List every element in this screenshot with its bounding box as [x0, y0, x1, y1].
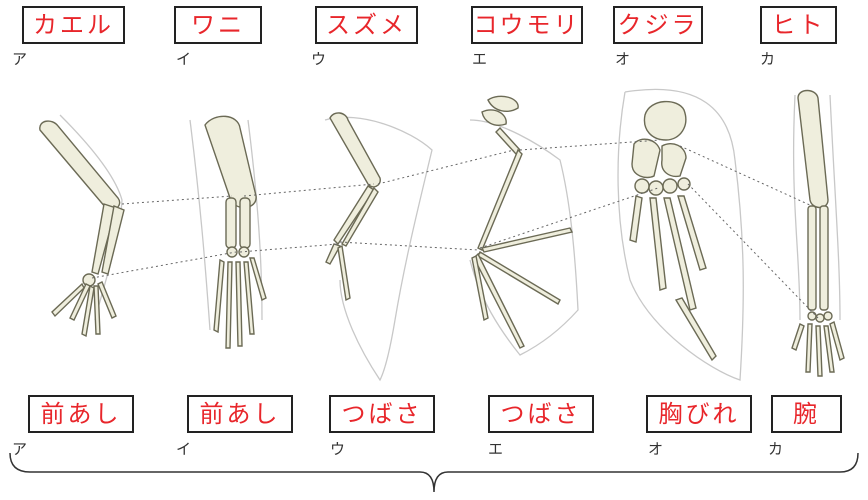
letter-ka-bottom: カ [768, 441, 783, 457]
bones [40, 91, 844, 377]
letter-e-bottom: エ [488, 441, 503, 457]
part-name-human: 腕 [771, 395, 842, 433]
letter-a-bottom: ア [12, 441, 27, 457]
part-name-whale: 胸びれ [646, 395, 752, 433]
letter-i-bottom: イ [176, 441, 191, 457]
homology-lines [92, 140, 818, 318]
letter-o-bottom: オ [648, 441, 663, 457]
part-name-sparrow: つばさ [329, 395, 435, 433]
body-outlines [60, 89, 840, 380]
grouping-brace [10, 453, 858, 492]
part-name-frog: 前あし [28, 395, 134, 433]
part-name-croc: 前あし [187, 395, 293, 433]
part-name-bat: つばさ [488, 395, 594, 433]
letter-u-bottom: ウ [330, 441, 345, 457]
